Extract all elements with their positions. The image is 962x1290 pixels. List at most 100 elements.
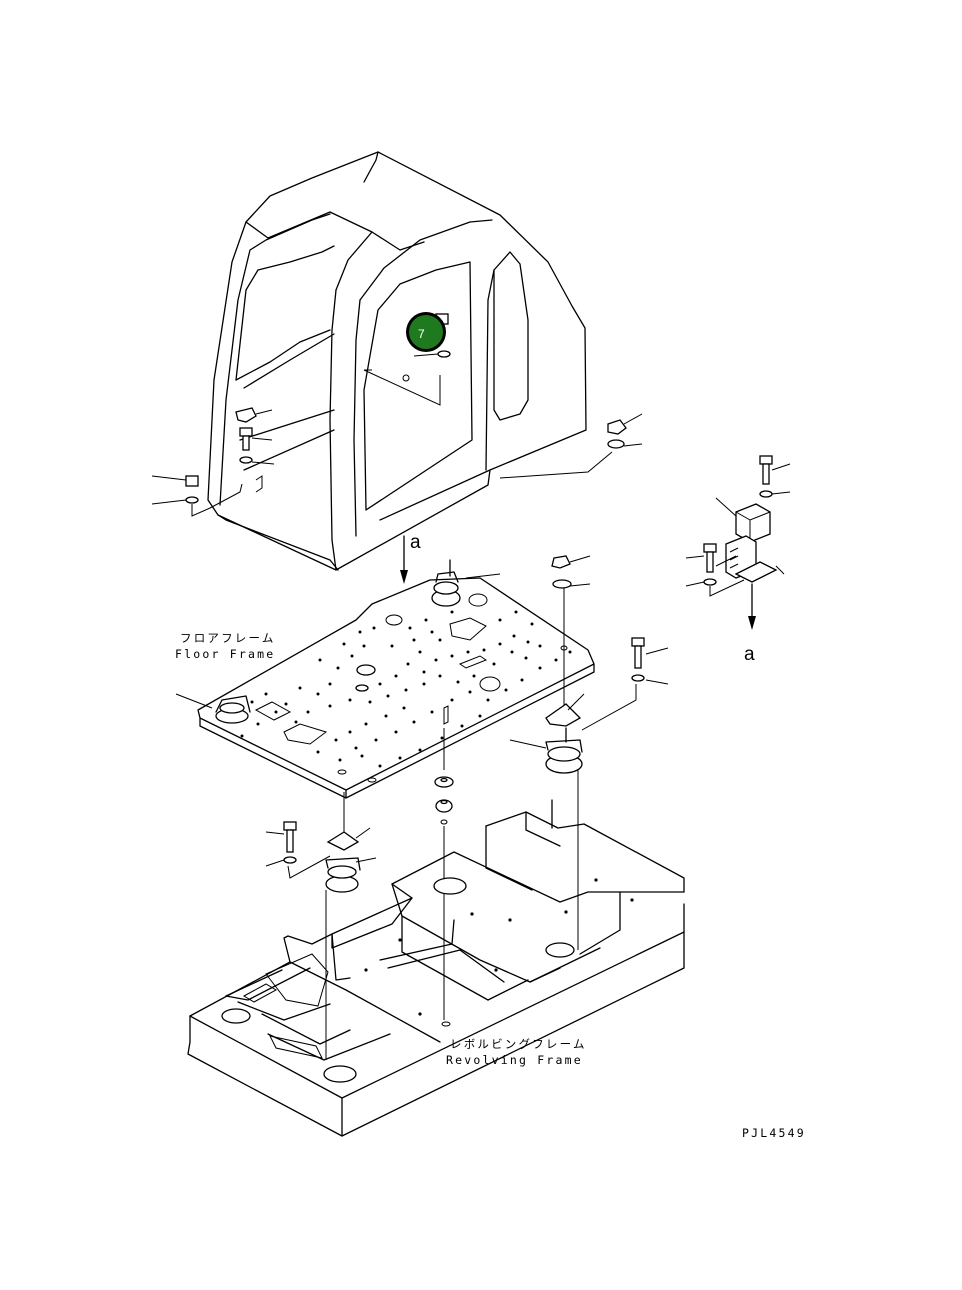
cab-hardware-top [413,313,451,358]
floor-frame-hole [316,692,320,696]
floor-frame-hole [358,630,362,634]
view-arrow-a-top: a [400,532,421,584]
floor-frame-hole [438,638,442,642]
floor-frame-label-en: Floor Frame [175,647,275,661]
floor-frame-hole [390,644,394,648]
floor-frame-hole [368,700,372,704]
floor-frame-hole [498,642,502,646]
floor-frame-hole [348,730,352,734]
floor-frame-hole [430,710,434,714]
floor-frame-label-jp: フロアフレーム [180,631,276,645]
floor-frame-hole [284,702,288,706]
floor-frame-hole [422,682,426,686]
floor-frame-hole [418,748,422,752]
floor-frame-hole [342,642,346,646]
floor-frame-hole [450,654,454,658]
floor-frame-hole [306,710,310,714]
floor-frame-hole [434,658,438,662]
floor-frame-hole [524,656,528,660]
floor-frame-hole [336,666,340,670]
floor-frame-hole [334,738,338,742]
callout-7[interactable]: 7 [406,312,446,352]
floor-frame-hole [472,674,476,678]
floor-frame-hole [328,704,332,708]
floor-frame-hole [298,686,302,690]
detail-view-a: a [685,455,791,665]
floor-frame-hole [422,670,426,674]
floor-frame-hole [504,688,508,692]
cab-hardware-left [151,407,275,517]
floor-frame-hole [440,736,444,740]
floor-frame-hole [510,650,514,654]
floor-frame-hole [294,720,298,724]
cab-hardware-right [499,413,643,479]
floor-frame-hole [360,754,364,758]
floor-frame-hole [394,674,398,678]
floor-frame-hole [430,630,434,634]
floor-frame-hole [418,650,422,654]
floor-frame-hole [492,662,496,666]
floor-frame-hole [374,738,378,742]
floor-frame-hole [468,690,472,694]
view-label-a-top: a [410,532,421,553]
revolving-frame-label-en: Revolving Frame [446,1053,583,1067]
floor-frame-hole [460,724,464,728]
floor-frame-hole [554,658,558,662]
floor-frame-hole [240,734,244,738]
floor-frame-hole [412,720,416,724]
floor-frame-hole [378,682,382,686]
floor-frame-hole [482,648,486,652]
floor-frame-hole [394,730,398,734]
floor-frame-hole [274,710,278,714]
floor-frame-hole [412,638,416,642]
callout-7-badge [409,315,443,349]
floor-frame-hole [466,650,470,654]
floor-frame-hole [372,626,376,630]
floor-frame-hole [256,722,260,726]
left-lower-mount [265,792,377,1060]
floor-frame-hole [478,714,482,718]
center-spacers [434,728,454,1020]
floor-frame-hole [538,644,542,648]
operator-cab [207,151,587,571]
floor-frame-hole [328,682,332,686]
floor-frame-hole [526,640,530,644]
floor-frame-hole [456,680,460,684]
floor-frame-hole [568,650,572,654]
floor-frame-hole [408,626,412,630]
floor-frame-hole [350,654,354,658]
floor-frame-hole [364,722,368,726]
floor-frame-hole [264,692,268,696]
floor-frame-hole [404,688,408,692]
view-label-a-right: a [744,644,755,665]
floor-frame-hole [348,698,352,702]
floor-frame-hole [398,756,402,760]
floor-frame-hole [514,610,518,614]
floor-frame-hole [354,746,358,750]
floor-frame-hole [402,706,406,710]
floor-frame-hole [386,694,390,698]
floor-frame-hole [424,618,428,622]
floor-frame-hole [406,662,410,666]
floor-frame-hole [498,618,502,622]
right-mount-hardware [509,555,669,950]
floor-frame-holes [240,610,572,768]
revolving-frame [187,799,685,1137]
floor-frame-hole [316,750,320,754]
floor-frame-hole [520,678,524,682]
floor-frame-hole [438,674,442,678]
floor-frame-hole [450,698,454,702]
floor-frame-hole [318,658,322,662]
floor-frame-hole [530,622,534,626]
callout-7-number: 7 [418,327,425,341]
floor-frame-hole [362,644,366,648]
drawing-number: PJL4549 [742,1126,806,1140]
floor-frame [175,559,595,799]
floor-frame-hole [250,700,254,704]
floor-frame-hole [512,634,516,638]
revolving-frame-label-jp: レボルビングフレーム [450,1037,587,1051]
floor-frame-hole [378,764,382,768]
floor-frame-hole [538,666,542,670]
